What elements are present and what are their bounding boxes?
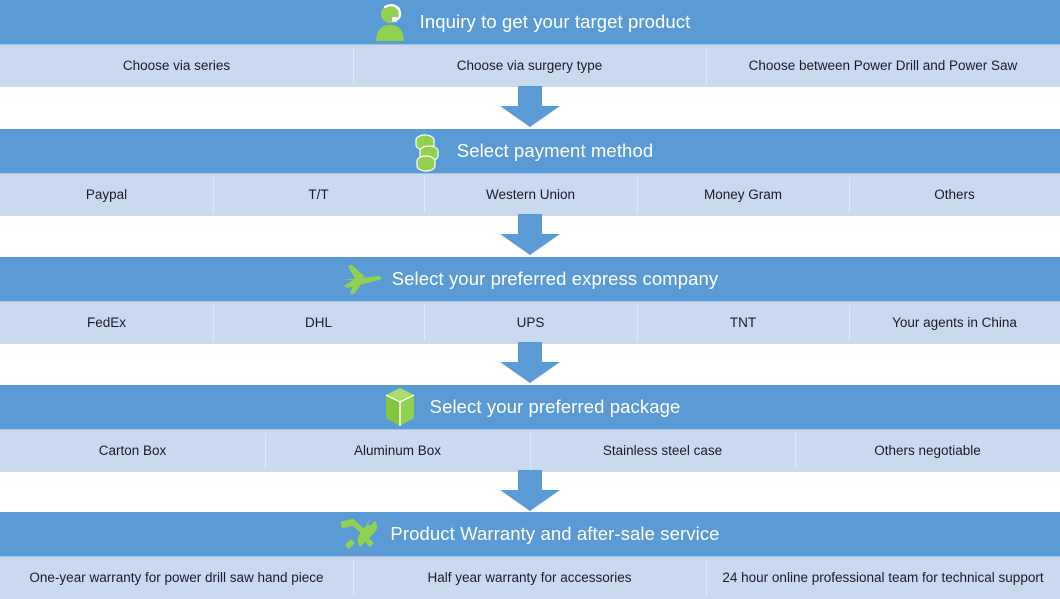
flow-arrow-4: [0, 470, 1060, 512]
stage-payment-options: Paypal T/T Western Union Money Gram Othe…: [0, 173, 1060, 216]
option-half-year-warranty[interactable]: Half year warranty for accessories: [353, 557, 706, 599]
option-stainless-steel-case[interactable]: Stainless steel case: [530, 430, 795, 472]
flow-arrow-2: [0, 214, 1060, 256]
coins-icon: [407, 131, 447, 172]
option-tt[interactable]: T/T: [213, 174, 424, 216]
box-icon: [380, 387, 420, 427]
down-arrow-icon: [500, 214, 560, 255]
option-ups[interactable]: UPS: [424, 302, 637, 344]
stage-payment-header: Select payment method: [0, 129, 1060, 173]
option-choose-drill-or-saw[interactable]: Choose between Power Drill and Power Saw: [706, 45, 1060, 87]
option-others-payment[interactable]: Others: [849, 174, 1060, 216]
stage-express-title: Select your preferred express company: [391, 268, 719, 289]
down-arrow-icon: [500, 342, 560, 383]
customer-service-person-icon: [370, 2, 410, 42]
airplane-icon: [342, 259, 382, 299]
option-choose-via-surgery-type[interactable]: Choose via surgery type: [353, 45, 706, 87]
stage-inquiry-title: Inquiry to get your target product: [419, 11, 691, 32]
option-dhl[interactable]: DHL: [213, 302, 424, 344]
stage-package-title: Select your preferred package: [429, 396, 681, 417]
option-your-agents-in-china[interactable]: Your agents in China: [849, 302, 1060, 344]
stage-express: Select your preferred express company Fe…: [0, 257, 1060, 344]
stage-inquiry: Inquiry to get your target product Choos…: [0, 0, 1060, 87]
option-western-union[interactable]: Western Union: [424, 174, 637, 216]
stage-payment: Select payment method Paypal T/T Western…: [0, 129, 1060, 216]
down-arrow-icon: [500, 470, 560, 511]
option-24-hour-online-support[interactable]: 24 hour online professional team for tec…: [706, 557, 1060, 599]
option-carton-box[interactable]: Carton Box: [98, 443, 167, 459]
stage-warranty-options: One-year warranty for power drill saw ha…: [0, 556, 1060, 599]
down-arrow-icon: [500, 86, 560, 127]
stage-package-options: Carton Box Aluminum Box Stainless steel …: [0, 429, 1060, 472]
flow-arrow-1: [0, 86, 1060, 128]
stage-inquiry-header: Inquiry to get your target product: [0, 0, 1060, 44]
option-tnt[interactable]: TNT: [637, 302, 849, 344]
option-choose-via-series[interactable]: Choose via series: [122, 58, 231, 74]
stage-warranty: Product Warranty and after-sale service …: [0, 512, 1060, 599]
stage-warranty-header: Product Warranty and after-sale service: [0, 512, 1060, 556]
stage-payment-title: Select payment method: [456, 140, 654, 161]
stage-inquiry-options: Choose via series Choose via surgery typ…: [0, 44, 1060, 87]
hammer-wrench-icon: [340, 514, 380, 554]
stage-package: Select your preferred package Carton Box…: [0, 385, 1060, 472]
option-money-gram[interactable]: Money Gram: [637, 174, 849, 216]
stage-express-options: FedEx DHL UPS TNT Your agents in China: [0, 301, 1060, 344]
option-others-negotiable[interactable]: Others negotiable: [795, 430, 1060, 472]
stage-package-header: Select your preferred package: [0, 385, 1060, 429]
stage-express-header: Select your preferred express company: [0, 257, 1060, 301]
option-one-year-warranty[interactable]: One-year warranty for power drill saw ha…: [29, 569, 324, 585]
option-aluminum-box[interactable]: Aluminum Box: [265, 430, 530, 472]
option-paypal[interactable]: Paypal: [85, 187, 128, 203]
option-fedex[interactable]: FedEx: [86, 315, 127, 331]
stage-warranty-title: Product Warranty and after-sale service: [390, 523, 720, 544]
flow-arrow-3: [0, 342, 1060, 384]
